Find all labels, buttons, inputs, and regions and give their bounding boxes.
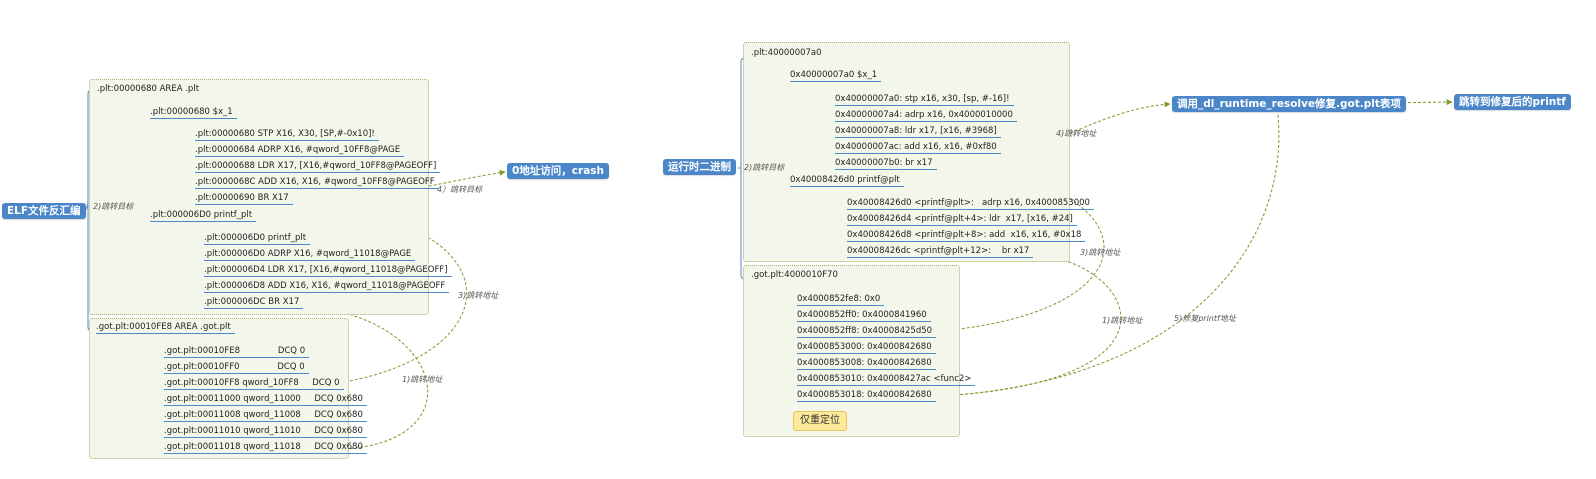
list-item[interactable]: 0x40008426d0 <printf@plt>: adrp x16, 0x4… bbox=[847, 198, 1094, 210]
left-plt-header[interactable]: .plt:00000680 AREA .plt bbox=[97, 84, 200, 94]
list-item[interactable]: .plt:000006D0 ADRP X16, #qword_11018@PAG… bbox=[204, 249, 416, 261]
list-item[interactable]: .got.plt:00011000 qword_11000 DCQ 0x680 bbox=[164, 394, 367, 406]
right-sub2[interactable]: 0x40008426d0 printf@plt bbox=[790, 175, 904, 187]
list-item[interactable]: .plt:000006D0 printf_plt bbox=[204, 233, 311, 245]
right-edge-label-1: 1)跳转地址 bbox=[1102, 316, 1143, 325]
list-item[interactable]: 0x4000852ff0: 0x4000841960 bbox=[797, 310, 931, 322]
list-item[interactable]: .plt:00000688 LDR X17, [X16,#qword_10FF8… bbox=[195, 161, 441, 173]
list-item[interactable]: 0x4000853010: 0x40008427ac <func2> bbox=[797, 374, 976, 386]
list-item[interactable]: 0x40000007a8: ldr x17, [x16, #3968] bbox=[835, 126, 1001, 138]
list-item[interactable]: 0x4000852ff8: 0x40008425d50 bbox=[797, 326, 937, 338]
left-root-topic[interactable]: ELF文件反汇编 bbox=[2, 203, 86, 219]
list-item[interactable]: .plt:00000684 ADRP X16, #qword_10FF8@PAG… bbox=[195, 145, 405, 157]
right-note-relocate-only[interactable]: 仅重定位 bbox=[793, 411, 847, 431]
list-item[interactable]: 0x40008426d4 <printf@plt+4>: ldr x17, [x… bbox=[847, 214, 1077, 226]
right-plt-header[interactable]: .plt:40000007a0 bbox=[751, 48, 822, 58]
right-sub1[interactable]: 0x40000007a0 $x_1 bbox=[790, 70, 882, 82]
right-edge-label-4: 4)跳转地址 bbox=[1056, 129, 1097, 138]
list-item[interactable]: .plt:000006DC BR X17 bbox=[204, 297, 304, 309]
list-item[interactable]: 0x4000853000: 0x4000842680 bbox=[797, 342, 936, 354]
left-plt-boundary bbox=[89, 79, 429, 315]
left-plt-sub2[interactable]: .plt:000006D0 printf_plt bbox=[150, 210, 257, 222]
right-edge-label-5: 5)修复printf地址 bbox=[1174, 314, 1236, 323]
left-plt-sub1[interactable]: .plt:00000680 $x_1 bbox=[150, 107, 237, 119]
right-edge-label-2: 2)跳转目标 bbox=[744, 163, 785, 172]
left-got-header[interactable]: .got.plt:00010FE8 AREA .got.plt bbox=[96, 322, 235, 334]
left-got-boundary bbox=[89, 318, 349, 459]
list-item[interactable]: .got.plt:00010FF8 qword_10FF8 DCQ 0 bbox=[164, 378, 344, 390]
right-edge-label-3: 3)跳转地址 bbox=[1080, 248, 1121, 257]
list-item[interactable]: 0x40000007b0: br x17 bbox=[835, 158, 937, 170]
list-item[interactable]: 0x40000007a4: adrp x16, 0x4000010000 bbox=[835, 110, 1017, 122]
right-resolve-topic[interactable]: 调用_dl_runtime_resolve修复.got.plt表项 bbox=[1172, 96, 1406, 112]
list-item[interactable]: .got.plt:00011010 qword_11010 DCQ 0x680 bbox=[164, 426, 367, 438]
right-got-header[interactable]: .got.plt:4000010F70 bbox=[751, 270, 838, 280]
list-item[interactable]: .plt:0000068C ADD X16, X16, #qword_10FF8… bbox=[195, 177, 439, 189]
list-item[interactable]: .plt:000006D8 ADD X16, X16, #qword_11018… bbox=[204, 281, 450, 293]
left-edge-label-1: 1)跳转地址 bbox=[402, 375, 443, 384]
left-edge-label-3: 3)跳转地址 bbox=[458, 291, 499, 300]
list-item[interactable]: 0x40008426dc <printf@plt+12>: br x17 bbox=[847, 246, 1034, 258]
list-item[interactable]: 0x4000853018: 0x4000842680 bbox=[797, 390, 936, 402]
left-edge-label-4: 4）跳转目标 bbox=[437, 185, 483, 194]
list-item[interactable]: 0x40008426d8 <printf@plt+8>: add x16, x1… bbox=[847, 230, 1086, 242]
right-got-boundary bbox=[743, 265, 960, 437]
left-edge-label-2: 2)跳转目标 bbox=[93, 202, 134, 211]
list-item[interactable]: .got.plt:00010FE8 DCQ 0 bbox=[164, 346, 310, 358]
list-item[interactable]: .got.plt:00011008 qword_11008 DCQ 0x680 bbox=[164, 410, 367, 422]
right-root-topic[interactable]: 运行时二进制 bbox=[663, 159, 736, 175]
list-item[interactable]: 0x4000852fe8: 0x0 bbox=[797, 294, 885, 306]
list-item[interactable]: 0x4000853008: 0x4000842680 bbox=[797, 358, 936, 370]
list-item[interactable]: 0x40000007a0: stp x16, x30, [sp, #-16]! bbox=[835, 94, 1014, 106]
right-jump-fixed-topic[interactable]: 跳转到修复后的printf bbox=[1454, 94, 1571, 110]
list-item[interactable]: .plt:000006D4 LDR X17, [X16,#qword_11018… bbox=[204, 265, 452, 277]
list-item[interactable]: .got.plt:00010FF0 DCQ 0 bbox=[164, 362, 309, 374]
list-item[interactable]: 0x40000007ac: add x16, x16, #0xf80 bbox=[835, 142, 1001, 154]
list-item[interactable]: .got.plt:00011018 qword_11018 DCQ 0x680 bbox=[164, 442, 367, 454]
list-item[interactable]: .plt:00000680 STP X16, X30, [SP,#-0x10]! bbox=[195, 129, 379, 141]
list-item[interactable]: .plt:00000690 BR X17 bbox=[195, 193, 293, 205]
left-crash-topic[interactable]: 0地址访问，crash bbox=[507, 163, 610, 179]
